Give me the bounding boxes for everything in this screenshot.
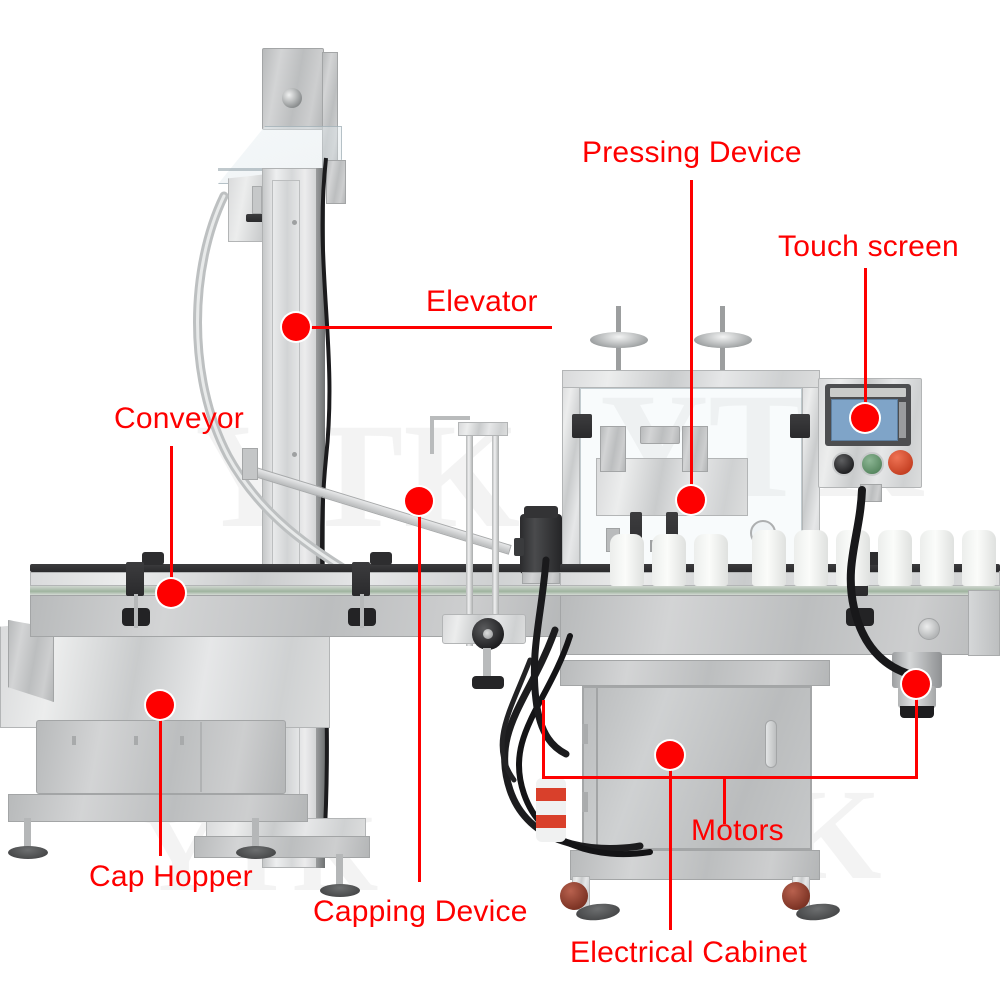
cabinet-door-seam <box>596 688 598 848</box>
capping-top-post <box>430 416 434 454</box>
label-elevator: Elevator <box>426 285 538 318</box>
bottle <box>752 530 786 586</box>
leveling-foot <box>336 854 343 890</box>
hmi-top-strip <box>830 388 906 397</box>
capping-post <box>492 426 499 646</box>
cabinet-hinge <box>582 724 588 744</box>
leveling-foot-pad <box>8 846 48 859</box>
motor-terminal-box <box>514 538 524 556</box>
selector-knob[interactable] <box>832 452 856 476</box>
motor-cap <box>524 506 558 518</box>
capping-roller-hub <box>483 629 493 639</box>
elevator-head-bearing <box>282 88 302 108</box>
capping-hand-knob <box>472 676 504 689</box>
rail-knob <box>370 552 392 565</box>
capping-top-clamp <box>458 422 508 436</box>
capping-top-bracket <box>430 416 470 420</box>
elevator-sensor <box>246 214 270 222</box>
cap-hopper-drum <box>36 720 286 794</box>
hopper-base-frame <box>8 794 308 822</box>
cabinet-body <box>582 686 812 850</box>
conveyor-chain <box>560 586 1000 595</box>
conveyor-bearing <box>918 618 940 640</box>
screw <box>180 736 184 745</box>
capping-post <box>466 426 473 646</box>
rail-post <box>134 594 138 628</box>
hmi-screen[interactable] <box>831 399 898 441</box>
label-pressing-device: Pressing Device <box>582 136 802 169</box>
pressing-motor-housing <box>640 426 680 444</box>
screw <box>292 452 297 457</box>
capping-device-assembly <box>430 400 570 700</box>
hmi-softkeys[interactable] <box>899 402 906 438</box>
leveling-foot <box>252 818 259 850</box>
panel-cable <box>846 486 920 680</box>
leveling-foot-pad <box>236 846 276 859</box>
emergency-stop-button[interactable] <box>888 450 913 475</box>
leveling-foot-pad <box>320 884 360 897</box>
castor-wheel <box>560 882 588 910</box>
bottle <box>652 534 686 586</box>
bottle <box>610 534 644 586</box>
motor-cable <box>530 556 570 758</box>
bottle <box>920 530 954 586</box>
pressing-carriage-slide <box>682 426 708 472</box>
elevator-assembly <box>193 48 512 897</box>
bottle <box>878 530 912 586</box>
elevator-bracket <box>252 186 262 214</box>
callout-dot-capping-device <box>405 487 433 515</box>
cabinet-hinge <box>582 792 588 812</box>
leader-line-capping-device <box>418 501 421 882</box>
elevator-junction-box <box>326 160 346 204</box>
handwheel <box>590 332 648 348</box>
electrical-cabinet <box>560 660 841 950</box>
label-cap-hopper: Cap Hopper <box>89 860 253 893</box>
warning-cone-part <box>536 778 566 842</box>
bottle <box>794 530 828 586</box>
label-touch-screen: Touch screen <box>778 230 959 263</box>
screw <box>72 736 76 745</box>
motor-body <box>520 514 562 574</box>
cap-chute-tube <box>193 191 371 587</box>
bottle <box>694 534 728 586</box>
cable-bundle <box>499 626 653 858</box>
cabinet-door-handle[interactable] <box>765 720 777 768</box>
capping-motor <box>514 506 562 584</box>
cap-chute-bracket <box>242 448 258 480</box>
guard-hinge <box>572 414 592 438</box>
bottle <box>962 530 996 586</box>
start-button[interactable] <box>860 452 884 476</box>
capping-lower-shaft <box>483 648 491 684</box>
rail-clamp <box>352 562 370 596</box>
rail-knob <box>142 552 164 565</box>
screw <box>292 220 297 225</box>
guard-hinge <box>790 414 810 438</box>
cap-hopper-drum-seam <box>200 722 202 792</box>
rail-post <box>360 594 364 628</box>
conveyor-right <box>560 552 1000 680</box>
cabinet-top <box>560 660 830 686</box>
conveyor-guide-rail-top <box>30 564 570 572</box>
pressing-carriage-slide <box>600 426 626 472</box>
conveyor-end-plate <box>968 590 1000 656</box>
screw <box>134 736 138 745</box>
conveyor-chain <box>30 586 570 595</box>
handwheel <box>694 332 752 348</box>
leveling-foot <box>24 818 31 850</box>
rail-clamp <box>126 562 144 596</box>
guard-frame-top <box>562 370 820 388</box>
control-panel[interactable] <box>818 378 922 502</box>
